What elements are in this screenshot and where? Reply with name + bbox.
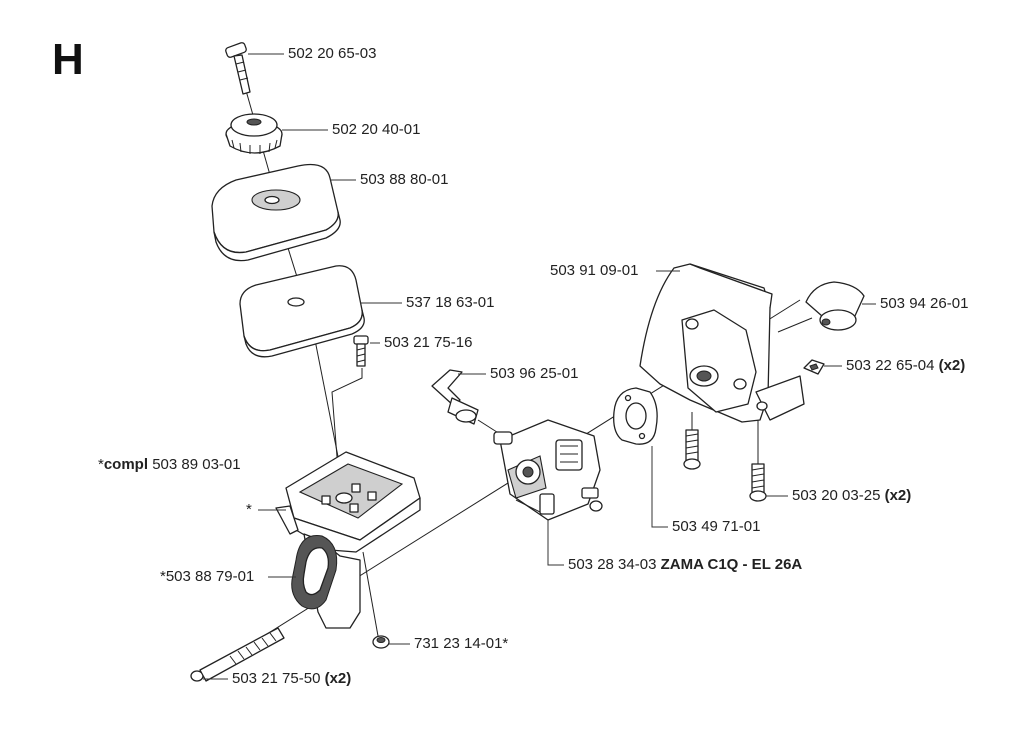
label-filter-element: 537 18 63-01 <box>406 294 495 311</box>
label-knob: 502 20 40-01 <box>332 121 421 138</box>
boot-part <box>777 281 865 333</box>
label-square-nut: 503 22 65-04 (x2) <box>846 357 966 374</box>
label-filter-cover: 503 88 80-01 <box>360 171 449 188</box>
label-bolt-bracket: 503 20 03-25 (x2) <box>792 487 912 504</box>
filter-cover-part <box>211 163 341 262</box>
label-housing-compl: *compl 503 89 03-01 <box>98 456 241 473</box>
label-long-bolt: 503 21 75-50 (x2) <box>232 670 352 687</box>
gasket-part <box>613 387 658 445</box>
knob-part <box>225 113 283 154</box>
label-nut: 731 23 14-01* <box>414 635 509 652</box>
label-bracket: 503 91 09-01 <box>550 262 639 279</box>
screw-small-part <box>331 335 369 471</box>
label-bolt-top: 502 20 65-03 <box>288 45 377 62</box>
label-primer-bulb: *503 88 79-01 <box>160 568 255 585</box>
label-screw-small: 503 21 75-16 <box>384 334 473 351</box>
bracket-part <box>639 263 805 423</box>
long-bolt-part <box>190 627 285 682</box>
label-housing-star: * <box>246 501 252 518</box>
bracket-bolts-part <box>683 412 767 502</box>
filter-element-part <box>239 265 365 358</box>
label-boot: 503 94 26-01 <box>880 295 969 312</box>
leader-lines <box>203 53 876 680</box>
square-nut-part <box>803 359 825 375</box>
label-carburetor: 503 28 34-03 ZAMA C1Q - EL 26A <box>568 556 803 573</box>
label-choke-lever: 503 96 25-01 <box>490 365 579 382</box>
primer-bulb-part <box>291 535 338 610</box>
label-gasket: 503 49 71-01 <box>672 518 761 535</box>
bolt-top-part <box>225 42 251 95</box>
choke-lever-part <box>431 369 501 435</box>
nut-part <box>362 551 390 649</box>
carburetor-part <box>493 419 603 521</box>
section-letter: H <box>52 35 84 84</box>
